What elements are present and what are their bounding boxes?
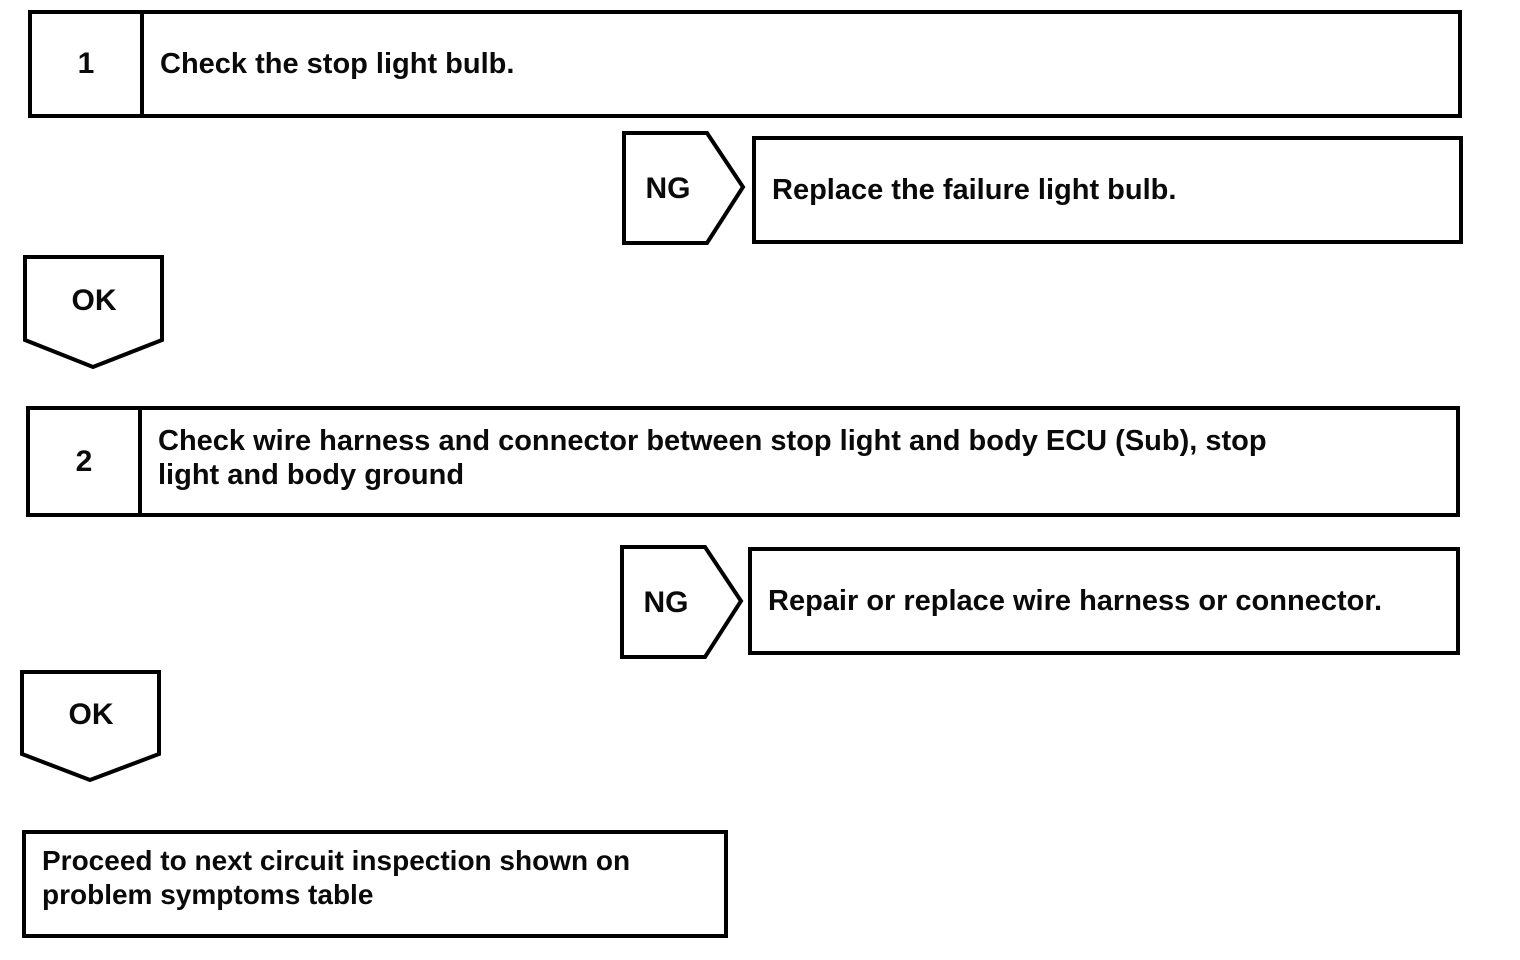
terminal-text: Proceed to next circuit inspection shown… <box>42 845 631 910</box>
ok-arrow-1-label: OK <box>72 284 117 317</box>
ng-result-2-box: Repair or replace wire harness or connec… <box>748 547 1460 655</box>
ng-arrow-2-label: NG <box>644 586 689 619</box>
ng-result-2-text: Repair or replace wire harness or connec… <box>768 585 1383 617</box>
ng-result-1-text: Replace the failure light bulb. <box>772 174 1177 206</box>
ng-arrow-1: NG <box>622 131 746 245</box>
ok-arrow-1-shape <box>23 255 164 370</box>
ng-arrow-2: NG <box>620 545 744 659</box>
ng-result-1-box: Replace the failure light bulb. <box>752 136 1463 244</box>
terminal-box: Proceed to next circuit inspection shown… <box>22 830 728 938</box>
step-1-box: 1 Check the stop light bulb. <box>28 10 1462 118</box>
step-2-instruction: Check wire harness and connector between… <box>158 425 1267 491</box>
ok-arrow-1: OK <box>23 255 164 370</box>
step-1-instruction: Check the stop light bulb. <box>160 48 515 80</box>
ng-arrow-2-shape <box>620 545 744 659</box>
ok-arrow-2: OK <box>20 670 161 783</box>
ok-arrow-2-shape <box>20 670 161 783</box>
step-2-box: 2 Check wire harness and connector betwe… <box>26 406 1460 517</box>
step-1-number: 1 <box>32 14 144 114</box>
step-2-number: 2 <box>30 410 142 513</box>
ng-arrow-1-shape <box>622 131 746 245</box>
ng-arrow-1-label: NG <box>646 172 691 205</box>
ok-arrow-2-label: OK <box>69 698 114 731</box>
